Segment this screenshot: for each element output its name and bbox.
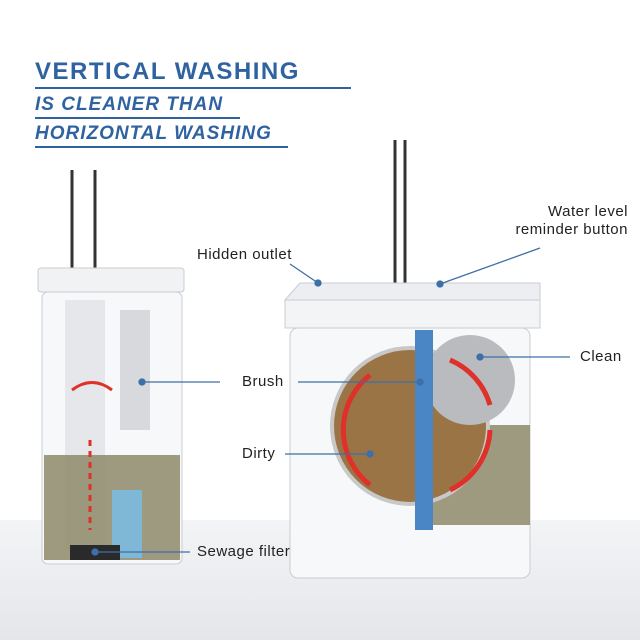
front-view-bucket xyxy=(283,140,541,579)
dirty-label: Dirty xyxy=(242,445,276,462)
brush-label: Brush xyxy=(242,373,284,390)
sewage-filter-label: Sewage filter xyxy=(197,543,291,560)
headline-line-3: HORIZONTAL WASHING xyxy=(35,123,288,148)
clean-label: Clean xyxy=(580,348,622,365)
water-level-label: Water level xyxy=(548,203,628,220)
leader-lines xyxy=(91,247,570,556)
headline-line-1: VERTICAL WASHING xyxy=(35,58,351,89)
side-view-bucket xyxy=(37,170,185,565)
reminder-button-label: reminder button xyxy=(515,221,628,238)
hidden-outlet-label: Hidden outlet xyxy=(197,246,292,263)
headline-line-2: IS CLEANER THAN xyxy=(35,94,240,119)
